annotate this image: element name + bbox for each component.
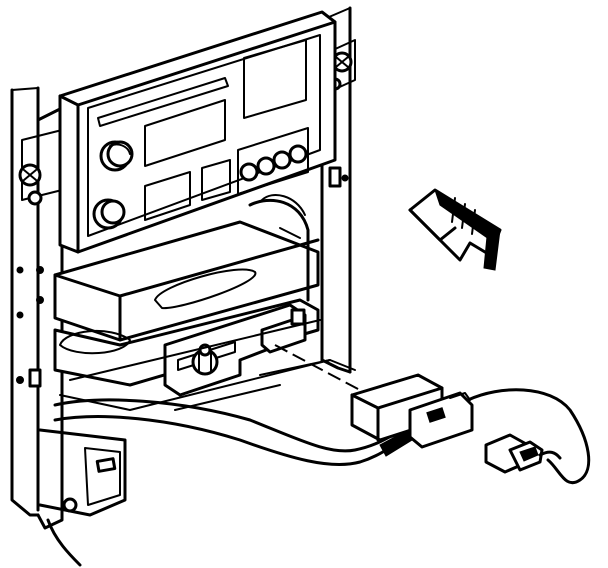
alignment-line — [274, 344, 376, 399]
left-mounting-bracket — [10, 86, 127, 567]
support-bracket — [53, 198, 356, 411]
mating-connector — [484, 433, 562, 474]
wiring-harness — [53, 398, 413, 466]
harness-connector — [350, 373, 591, 484]
radio-faceplate — [58, 10, 337, 254]
view-arrow-icon — [408, 188, 502, 271]
